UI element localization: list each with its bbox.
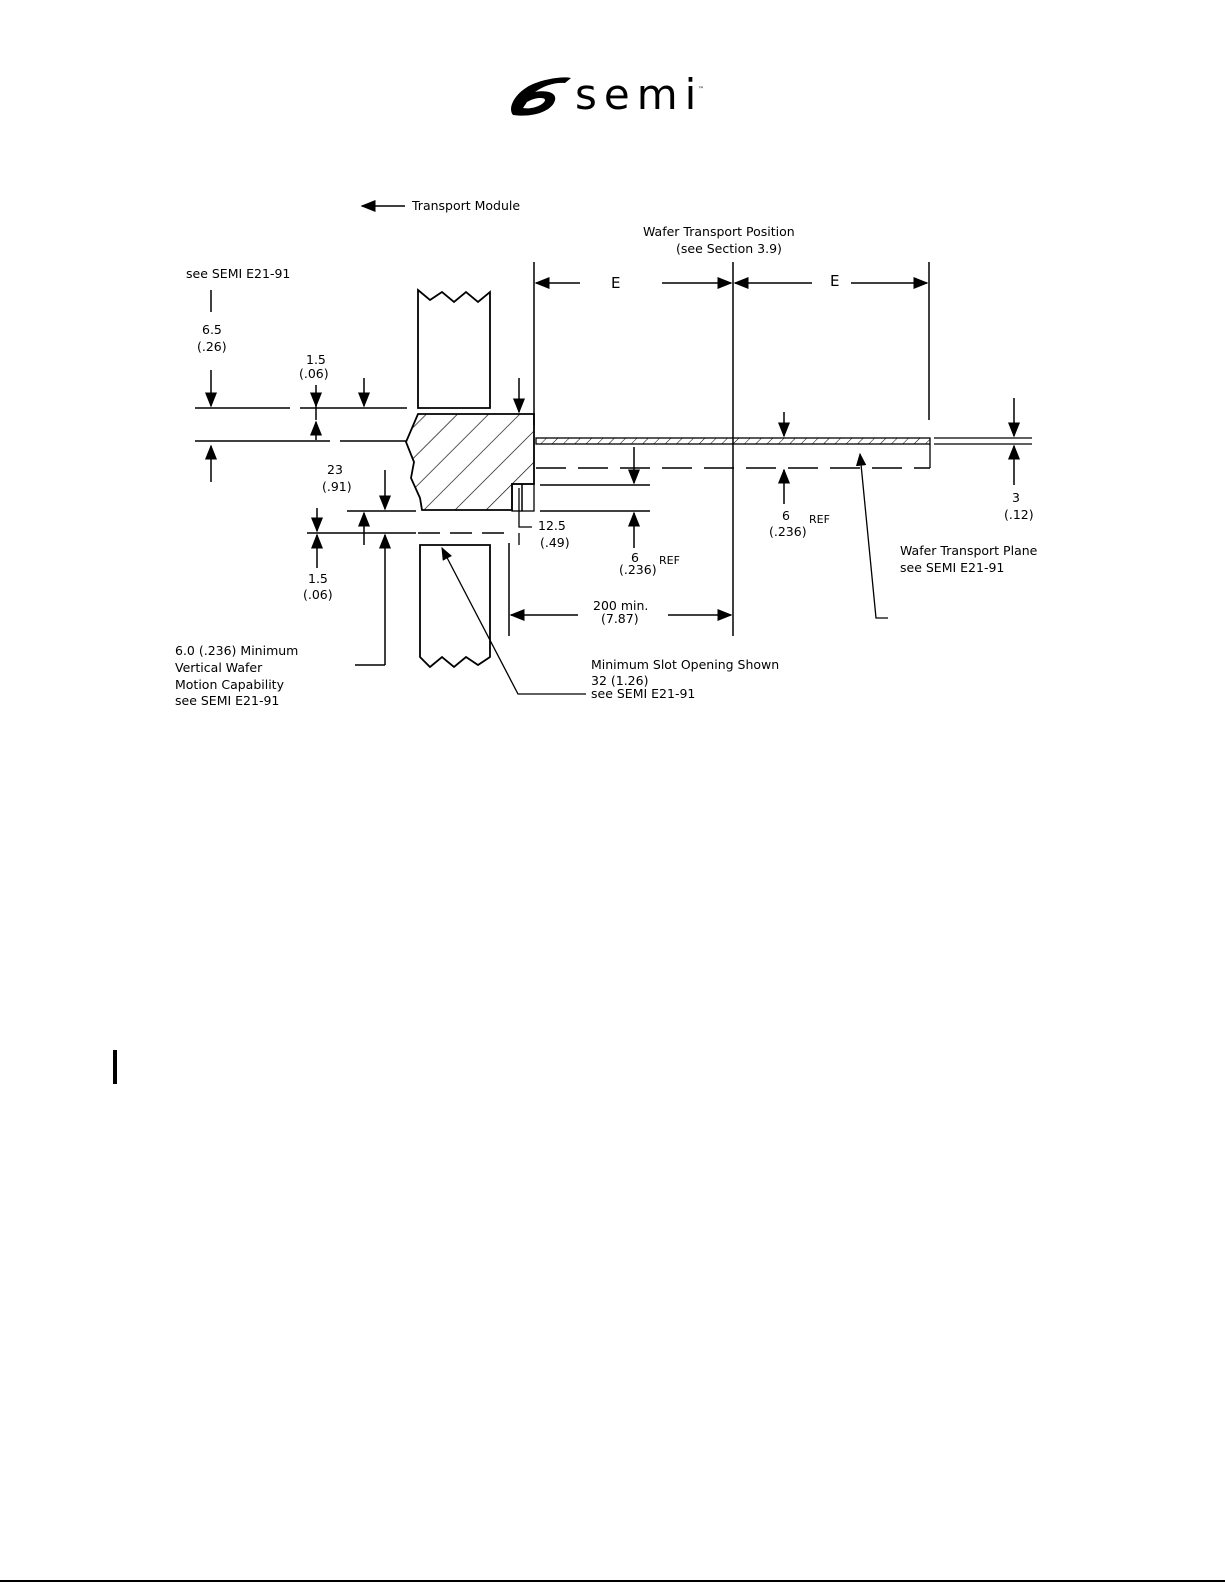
wafer-transport-plane-label: Wafer Transport Plane: [900, 543, 1038, 558]
dim-200-in: (7.87): [601, 611, 639, 626]
dim-6-left: 6: [631, 550, 639, 565]
slot-line-3: see SEMI E21-91: [591, 686, 695, 701]
see-semi-plane-label: see SEMI E21-91: [900, 560, 1004, 575]
min-vertical-line-1: 6.0 (.236) Minimum: [175, 643, 298, 658]
dim-200: 200 min.: [593, 598, 648, 613]
wafer-transport-position-label: Wafer Transport Position: [643, 224, 795, 239]
end-effector: [405, 413, 535, 511]
bottom-rule: [0, 1580, 1225, 1582]
brand-name: semi: [575, 70, 704, 119]
dim-1-5-bottom-in: (.06): [303, 587, 333, 602]
dim-6-right: 6: [782, 508, 790, 523]
dim-12-5-in: (.49): [540, 535, 570, 550]
transport-module-label: Transport Module: [411, 198, 520, 213]
slot-line-1: Minimum Slot Opening Shown: [591, 657, 779, 672]
dim-3: 3: [1012, 490, 1020, 505]
effector-step-1: [511, 483, 523, 512]
min-vertical-line-2: Vertical Wafer: [175, 660, 263, 675]
dim-6-5-in: (.26): [197, 339, 227, 354]
wafer: [535, 437, 931, 445]
dim-23-in: (.91): [322, 479, 352, 494]
dim-12-5: 12.5: [538, 518, 566, 533]
wafer-plane-leader: [855, 452, 888, 619]
dim-6-5: 6.5: [202, 322, 222, 337]
dim-12-5-leader: [518, 488, 532, 528]
min-vertical-line-3: Motion Capability: [175, 677, 285, 692]
see-semi-top-label: see SEMI E21-91: [186, 266, 290, 281]
slot-line-2: 32 (1.26): [591, 673, 648, 688]
min-vertical-line-4: see SEMI E21-91: [175, 693, 279, 708]
see-section-label: (see Section 3.9): [676, 241, 782, 256]
ref-left: REF: [659, 554, 680, 567]
slot-opening-leader: [441, 546, 586, 695]
revision-bar: [113, 1050, 117, 1084]
dim-6-right-in: (.236): [769, 524, 807, 539]
upper-module-wall: [417, 288, 491, 409]
brand-trademark: ™: [698, 86, 704, 93]
dim-1-5-top-in: (.06): [299, 366, 329, 381]
semi-logo-mark: [511, 77, 571, 116]
lower-module-wall: [419, 544, 491, 669]
ref-right: REF: [809, 513, 830, 526]
dim-1-5-bottom: 1.5: [308, 571, 328, 586]
e-label-right: E: [830, 272, 839, 290]
effector-step-2: [521, 483, 535, 512]
dim-23: 23: [327, 462, 343, 477]
dim-3-in: (.12): [1004, 507, 1034, 522]
dim-6-left-in: (.236): [619, 562, 657, 577]
e-label-left: E: [611, 274, 620, 292]
dim-1-5-top: 1.5: [306, 352, 326, 367]
